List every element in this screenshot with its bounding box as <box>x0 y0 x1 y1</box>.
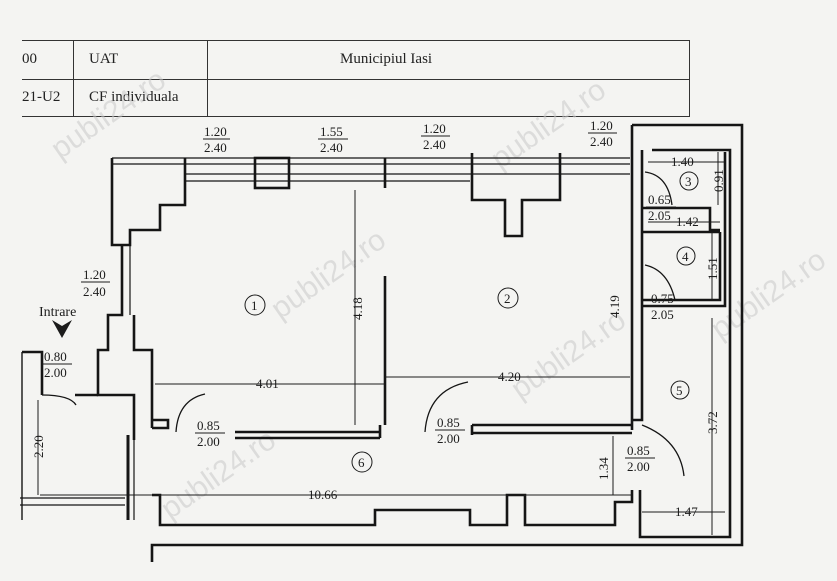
room-number: 5 <box>676 383 683 398</box>
door-dimensions: 0.80 2.00 0.85 2.00 0.85 2.00 0.85 2.00 … <box>42 192 679 474</box>
table-border-middle <box>22 79 690 80</box>
length-label: 1.34 <box>596 457 611 480</box>
length-label: 1.40 <box>671 154 694 169</box>
table-value-municipality: Municipiul Iasi <box>340 51 433 67</box>
door-height: 2.05 <box>648 208 671 223</box>
door-swing-room2 <box>424 381 469 433</box>
door-width: 0.75 <box>651 291 674 306</box>
door-height: 2.05 <box>651 307 674 322</box>
length-label: 4.18 <box>350 297 365 320</box>
door-width: 0.80 <box>44 349 67 364</box>
door-width: 0.85 <box>627 443 650 458</box>
window-width: 1.55 <box>320 124 343 139</box>
door-height: 2.00 <box>437 431 460 446</box>
length-label: 0.91 <box>711 169 726 192</box>
room-number: 2 <box>504 291 511 306</box>
length-label: 4.01 <box>256 376 279 391</box>
room-number: 3 <box>685 174 692 189</box>
window-height: 2.40 <box>590 134 613 149</box>
length-label: 4.20 <box>498 369 521 384</box>
table-border-right <box>689 40 690 117</box>
watermark: publi24.ro <box>265 223 392 326</box>
length-label: 1.42 <box>676 214 699 229</box>
door-width: 0.85 <box>197 418 220 433</box>
table-border-bottom <box>22 116 690 117</box>
length-label: 4.19 <box>607 295 622 318</box>
door-height: 2.00 <box>627 459 650 474</box>
table-label-uat: UAT <box>89 51 119 67</box>
room-markers: 1 2 3 4 5 6 <box>244 171 699 473</box>
dimension-lines <box>37 152 725 535</box>
length-label: 10.66 <box>308 487 338 502</box>
table-border-top <box>22 40 690 41</box>
length-dimensions: 4.18 4.19 4.01 4.20 10.66 1.34 2.20 1.40… <box>31 154 726 519</box>
length-label: 1.47 <box>675 504 698 519</box>
walls <box>20 123 744 562</box>
door-height: 2.00 <box>197 434 220 449</box>
room-number: 1 <box>251 298 258 313</box>
window-width: 1.20 <box>423 121 446 136</box>
door-swings <box>41 171 685 477</box>
window-width: 1.20 <box>83 267 106 282</box>
door-swing-entrance <box>41 394 77 406</box>
room-number: 6 <box>358 455 365 470</box>
window-height: 2.40 <box>423 137 446 152</box>
table-code-1: 00 <box>22 51 37 67</box>
table-label-cf: CF individuala <box>89 89 179 105</box>
table-code-2: 21-U2 <box>22 89 61 105</box>
length-label: 2.20 <box>31 435 46 458</box>
room-number: 4 <box>682 249 689 264</box>
door-swing-room1 <box>175 393 206 433</box>
window-dimensions: 1.20 2.40 1.55 2.40 1.20 2.40 1.20 2.40 … <box>81 118 617 299</box>
entrance-label: Intrare <box>39 305 76 320</box>
door-height: 2.00 <box>44 365 67 380</box>
door-swing-room4 <box>644 264 676 301</box>
window-width: 1.20 <box>590 118 613 133</box>
door-swing-corridor <box>641 424 685 477</box>
door-width: 0.85 <box>437 415 460 430</box>
watermark: publi24.ro <box>45 63 172 166</box>
length-label: 1.51 <box>705 257 720 280</box>
door-width: 0.65 <box>648 192 671 207</box>
table-col-divider-1 <box>73 40 74 117</box>
entrance-arrow-icon <box>52 320 72 338</box>
table-col-divider-2 <box>207 40 208 117</box>
door-swing-room3 <box>644 171 673 206</box>
length-label: 3.72 <box>705 411 720 434</box>
window-height: 2.40 <box>204 140 227 155</box>
window-height: 2.40 <box>320 140 343 155</box>
window-height: 2.40 <box>83 284 106 299</box>
window-width: 1.20 <box>204 124 227 139</box>
